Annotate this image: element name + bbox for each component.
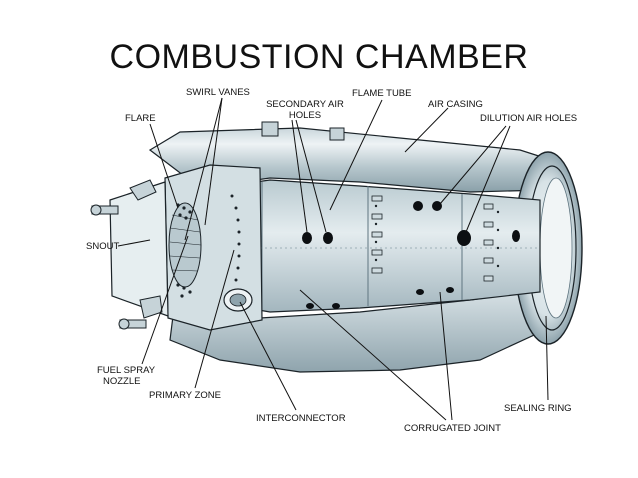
- dilution-air-holes: [413, 201, 520, 295]
- label-dilution-air-holes: DILUTION AIR HOLES: [480, 113, 578, 124]
- label-sealing-ring: SEALING RING: [504, 403, 572, 414]
- label-primary-zone: PRIMARY ZONE: [149, 390, 221, 401]
- secondary-air-holes: [302, 232, 340, 309]
- label-air-casing: AIR CASING: [428, 99, 483, 110]
- leader-lines: [117, 97, 549, 421]
- diagram-title: COMBUSTION CHAMBER: [109, 38, 529, 76]
- label-interconnector: INTERCONNECTOR: [256, 413, 346, 424]
- label-swirl-vanes: SWIRL VANES: [186, 87, 250, 98]
- label-flare: FLARE: [125, 113, 156, 124]
- label-secondary-air-holes-line1: SECONDARY AIR: [266, 99, 344, 110]
- label-flame-tube: FLAME TUBE: [352, 88, 412, 99]
- corrugated-joint-ribs: [371, 195, 494, 282]
- label-fuel-spray-nozzle-line1: FUEL SPRAY: [97, 365, 156, 376]
- label-snout: SNOUT: [86, 241, 120, 252]
- fuel-spray-nozzle-parts: [90, 179, 163, 330]
- label-secondary-air-holes-line2: HOLES: [288, 110, 322, 121]
- primary-zone-holes: [230, 194, 241, 294]
- label-corrugated-joint: CORRUGATED JOINT: [404, 423, 501, 434]
- lower-casing: [169, 289, 546, 373]
- label-fuel-spray-nozzle-line2: NOZZLE: [103, 376, 141, 387]
